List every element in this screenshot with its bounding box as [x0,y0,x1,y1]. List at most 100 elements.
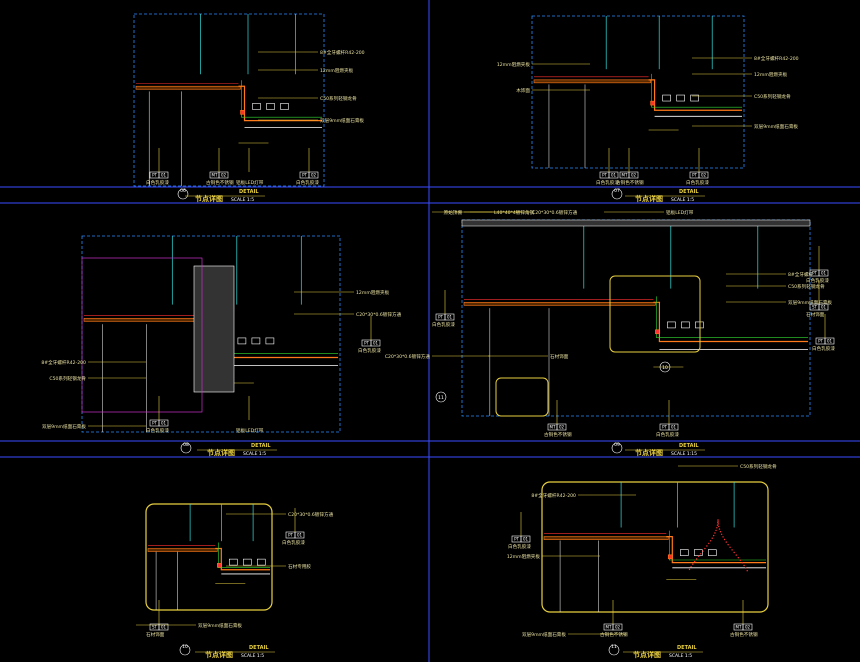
material-tag-text: 白色乳胶漆 [686,179,709,186]
note-label: 双层9mm纸面石膏板 [136,622,242,629]
material-tag-code: ST [812,305,818,310]
material-tag-text: 白色乳胶漆 [596,179,619,186]
material-tag-code: MT [736,625,742,630]
detail-word: DETAIL [679,443,699,449]
light-spread-dot [717,523,719,525]
light-spread-dot [714,532,716,534]
material-tag-text: 白色乳胶漆 [656,431,679,438]
material-tag-code: MT [550,425,556,430]
led-fixture [650,100,655,106]
note-label-text: 8#全牙螺杆R42-200 [320,49,365,56]
material-tag-code: PT [152,173,157,178]
note-label-text: L40*40*4镀锌角钢 [494,209,535,216]
note-label: 12mm阻燃夹板 [507,553,600,560]
material-tag-text: 古铜色不锈钢 [616,179,644,186]
note-label-text: 12mm阻燃夹板 [507,553,541,560]
note-label: 12mm阻燃夹板 [692,71,788,78]
note-label: C50系列轻钢龙骨 [678,463,777,470]
note-label-text: 8#全牙螺杆 [788,271,814,278]
led-fixture [217,563,222,568]
note-label: C50系列轻钢龙骨 [49,375,146,382]
note-label: 8#全牙螺杆 [726,271,814,278]
material-tag-num-box [308,171,319,179]
note-label-text: 双层9mm纸面石膏板 [754,123,798,130]
light-spread-dot [718,525,720,528]
material-tag-num-box [444,313,455,321]
note-label-text: 8#全牙螺杆R42-200 [531,492,576,499]
callout-box-11 [495,377,549,417]
section-drawing [147,504,270,610]
light-spread-dot [746,570,748,572]
note-label: C50系列轻钢龙骨 [726,283,825,290]
keel-channel [695,321,704,329]
note-label-text: C20*30*0.6镀锌方通 [532,209,578,216]
material-tag-num: 01 [523,537,529,542]
plywood-layer [147,548,218,552]
material-tag-text: 白色乳胶漆 [432,321,455,328]
detail-frame [461,219,811,417]
detail-word: DETAIL [679,189,699,195]
note-label: 12mm阻燃夹板 [258,67,354,74]
material-tag-num-box [158,623,169,631]
section-drawing [533,16,742,168]
material-tag-num-box [668,423,679,431]
material-tag-num-box [612,623,623,631]
note-label: C20*30*0.6镀锌方通 [226,511,334,518]
note-label-text: 8#全牙螺杆R42-200 [754,55,799,62]
title-bubble-num: 09 [614,442,620,448]
material-tag-code: MT [212,173,218,178]
material-tag-num-box [158,171,169,179]
keel-channel [265,337,275,345]
light-spread-dot [716,527,718,529]
note-label: 12mm阻燃夹板 [294,289,390,296]
material-tag-num: 01 [827,339,833,344]
keel-channel [251,337,261,345]
keel-profile [651,73,742,108]
material-tag-num: 01 [821,271,827,276]
keel-channel [707,549,717,556]
material-tag-text: 白色乳胶漆 [358,347,381,354]
detail-frame [133,13,325,187]
detail-title: 节点详图 [195,194,223,203]
note-label-text: C50系列轻钢龙骨 [788,283,825,290]
title-bubble [179,644,191,656]
material-tag-num-box [158,419,169,427]
light-spread-dot [716,524,719,526]
light-spread-dot [731,549,733,551]
note-label-text: C50系列轻钢龙骨 [740,463,777,470]
keel-channel [256,558,266,566]
material-tag-num-box [370,339,381,347]
detail-title: 节点详图 [635,448,663,457]
material-tag-code: PT [692,173,697,178]
note-label-text: 原始顶棚 [444,209,463,216]
section-drawing [135,14,322,186]
light-spread-dot [735,554,737,556]
led-fixture [655,329,660,335]
wall-outline [81,257,203,413]
material-tag-code: PT [288,533,293,538]
material-tag-num: 01 [161,421,167,426]
note-label: 8#全牙螺杆R42-200 [531,492,636,499]
detail-scale: SCALE 1:5 [231,197,254,203]
detail-panel-11: C50系列轻钢龙骨8#全牙螺杆R42-20012mm阻燃夹板双层9mm纸面石膏板… [507,463,777,659]
note-label-text: 12mm阻燃夹板 [320,67,354,74]
material-tag-num: 02 [745,625,751,630]
note-label-text: 石材饰面 [550,353,569,360]
light-spread-dot [690,566,692,568]
material-tag-num: 01 [611,173,617,178]
light-spread-dot [733,551,735,554]
title-bubble-num: 07 [614,188,620,194]
note-label-text: 木饰面 [516,87,530,94]
material-tag-num: 01 [447,315,453,320]
material-tag: 铝板LED灯带 [236,148,264,186]
material-tag-code: PT [438,315,443,320]
detail-frame [145,503,273,611]
material-tag-text: 铝板LED灯带 [236,179,264,186]
material-tag-num: 01 [671,425,677,430]
